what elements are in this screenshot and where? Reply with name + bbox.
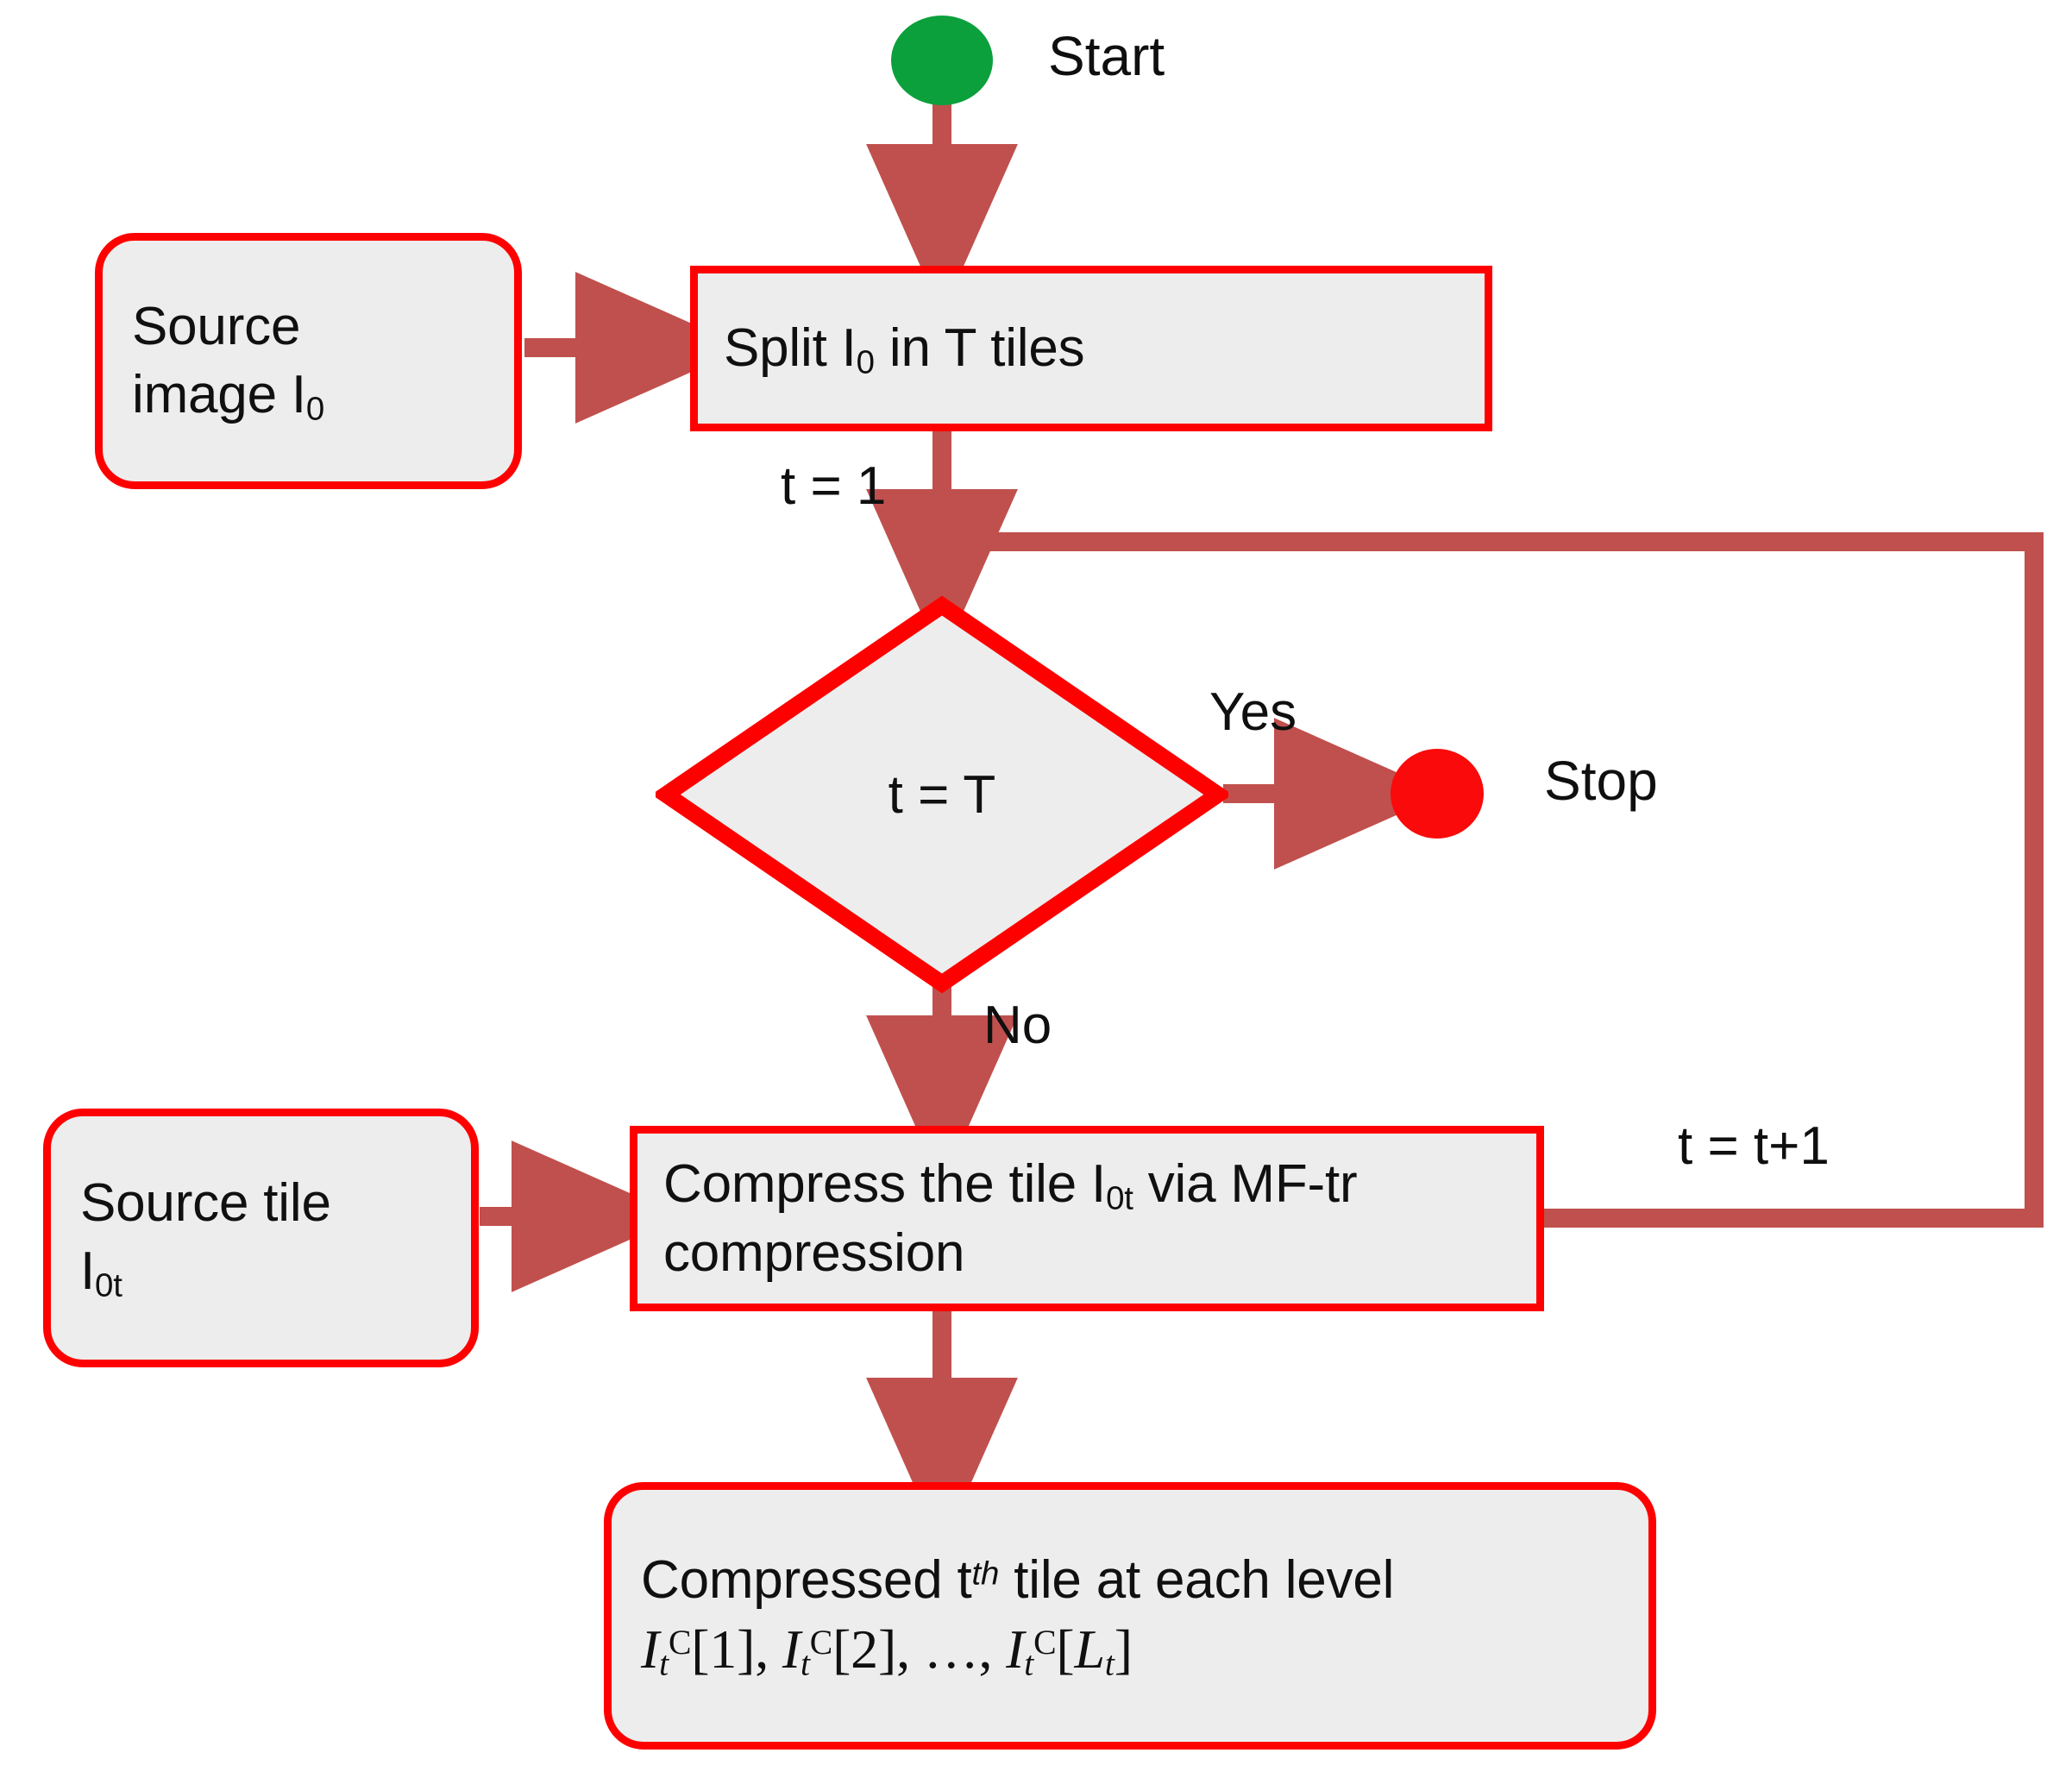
source-image-line1: Source — [132, 296, 301, 356]
split-tiles-post: in T tiles — [874, 317, 1085, 378]
edge-label-yes: Yes — [1209, 682, 1297, 742]
compressed-output-formula: ItC[1], ItC[2], …, ItC[Lt] — [641, 1614, 1394, 1687]
compressed-output-line1-post: tile at each level — [999, 1549, 1395, 1610]
edge-label-no: No — [983, 996, 1052, 1055]
split-tiles-pre: Split I — [724, 317, 857, 378]
node-split-tiles-text: Split I0 in T tiles — [698, 314, 1110, 384]
source-tile-line2-pre: I — [80, 1241, 96, 1302]
node-compressed-output[interactable]: Compressed tth tile at each level ItC[1]… — [604, 1482, 1656, 1750]
node-split-tiles[interactable]: Split I0 in T tiles — [690, 266, 1492, 431]
node-compress-tile[interactable]: Compress the tile I0t via MF-tr compress… — [630, 1126, 1544, 1311]
formula-glyphs: ItC[1], ItC[2], …, ItC[Lt] — [641, 1618, 1133, 1683]
source-image-line2-pre: image I — [132, 364, 306, 424]
node-compress-tile-text: Compress the tile I0t via MF-tr compress… — [637, 1150, 1536, 1288]
node-compressed-output-text: Compressed tth tile at each level ItC[1]… — [612, 1546, 1423, 1687]
stop-terminator — [1391, 749, 1484, 839]
edge-compress-loopback-to-decision — [951, 532, 2044, 1228]
start-terminator-label: Start — [1048, 25, 1165, 87]
start-terminator — [891, 16, 993, 105]
compress-tile-pre: Compress the tile I — [663, 1153, 1107, 1214]
edge-label-t-equals-1: t = 1 — [781, 456, 887, 516]
edge-label-t-equals-t-plus-1: t = t+1 — [1678, 1116, 1830, 1176]
node-decision-text: t = T — [888, 764, 996, 825]
node-decision[interactable]: t = T — [651, 595, 1233, 994]
node-source-image[interactable]: Source image I0 — [95, 233, 522, 489]
stop-terminator-label: Stop — [1544, 750, 1658, 812]
source-tile-line2-sub: 0t — [95, 1266, 122, 1304]
source-image-line2-sub: 0 — [305, 390, 325, 428]
decision-diamond-shape — [651, 595, 1233, 994]
node-source-image-text: Source image I0 — [103, 292, 354, 430]
compress-tile-post: via MF-tr compression — [663, 1153, 1358, 1284]
node-source-tile-text: Source tile I0t — [51, 1169, 361, 1307]
compress-tile-sub: 0t — [1106, 1178, 1133, 1216]
compressed-output-line1-sup: th — [971, 1555, 1000, 1593]
split-tiles-sub: 0 — [856, 343, 875, 381]
node-source-tile[interactable]: Source tile I0t — [43, 1109, 479, 1367]
compressed-output-line1-pre: Compressed t — [641, 1549, 972, 1610]
source-tile-line1: Source tile — [80, 1173, 331, 1233]
